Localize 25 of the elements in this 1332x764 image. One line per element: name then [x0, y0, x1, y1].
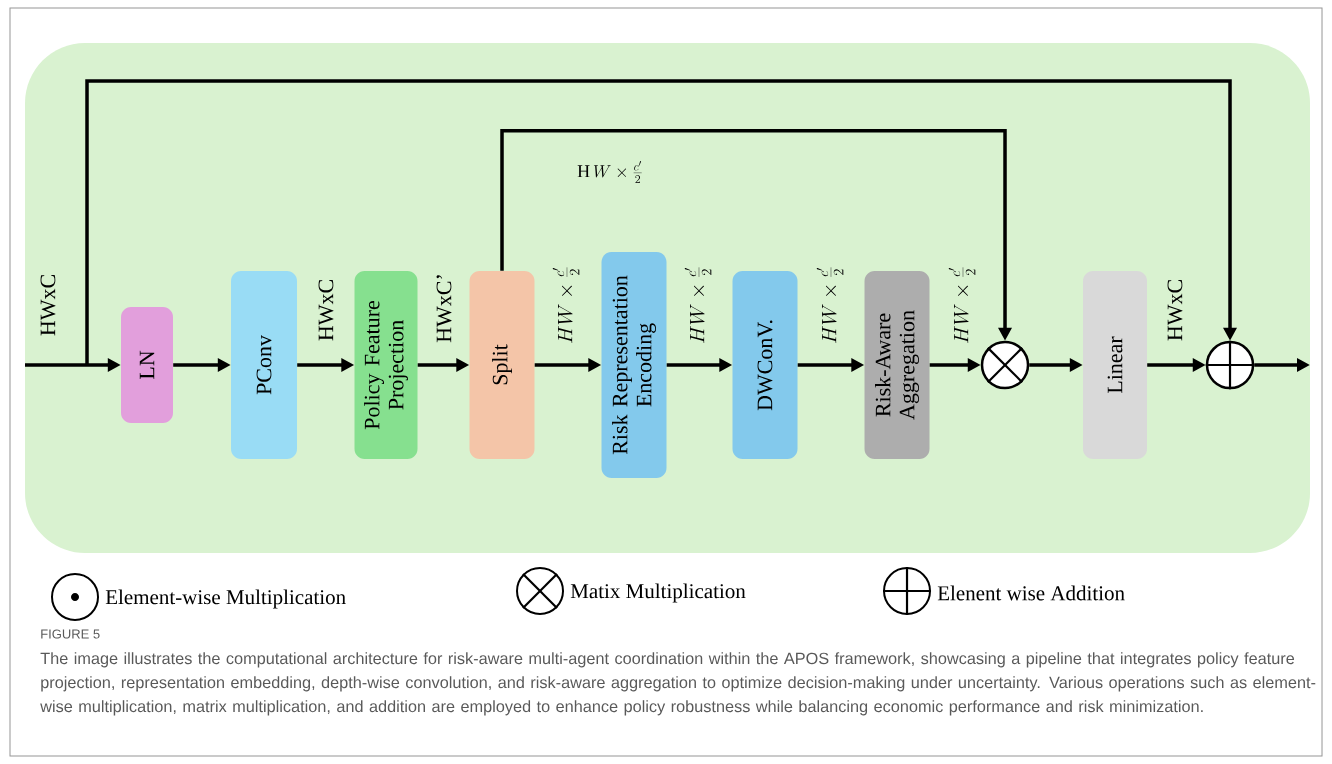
- conv-box: DWConV.: [732, 271, 798, 459]
- multiply-circle: [980, 340, 1030, 390]
- edge-label: HWxC: [318, 280, 334, 341]
- conv-box: PConv: [231, 271, 297, 459]
- linear-box: Linear: [1083, 271, 1147, 459]
- arrow: [85, 79, 1238, 365]
- edge-label: $HW \times \frac{c'}{2}$: [684, 267, 712, 343]
- split-box: Split: [469, 271, 535, 459]
- layer-norm-box: LN: [121, 307, 173, 423]
- encoding-box: Risk Representation Encoding: [601, 252, 667, 478]
- edge-label: $HW \times \frac{c'}{2}$: [816, 267, 844, 343]
- legend-text: Matix Multiplication: [570, 583, 746, 603]
- caption: The image illustrates the computational architecture for risk-aware multi-agent coordination within the APOS framework, showcasing a pipeline that integrates policy feature projection, representation embedding, depth-wise convolution, and risk-aware aggregation to optimize decision-making under uncertainty. Various operations such as element-wise multiplication, matrix multiplication, and addition are employed to enhance policy robustness while balancing economic performance and risk minimization.: [40, 652, 1316, 716]
- edge-label: HWxC: [40, 275, 56, 336]
- aggregation-box: Risk-Aware Aggregation: [864, 271, 930, 459]
- edge-label: $HW \times \frac{c'}{2}$: [948, 267, 976, 343]
- legend-text: Elenent wise Addition: [937, 585, 1125, 601]
- figure-number: FIGURE 5: [41, 629, 100, 639]
- edge-label: $HW \times \frac{c'}{2}$: [552, 267, 580, 343]
- projection-box: Policy Feature Projection: [354, 271, 418, 459]
- edge-label: $\mathrm{H}\,W \times \frac{c'}{2}$: [577, 160, 642, 184]
- edge-label: HWxC: [1167, 280, 1183, 341]
- edge-label: HWxC’: [436, 275, 452, 343]
- legend-text: Element-wise Multiplication: [105, 589, 346, 609]
- add-circle: [1205, 340, 1255, 390]
